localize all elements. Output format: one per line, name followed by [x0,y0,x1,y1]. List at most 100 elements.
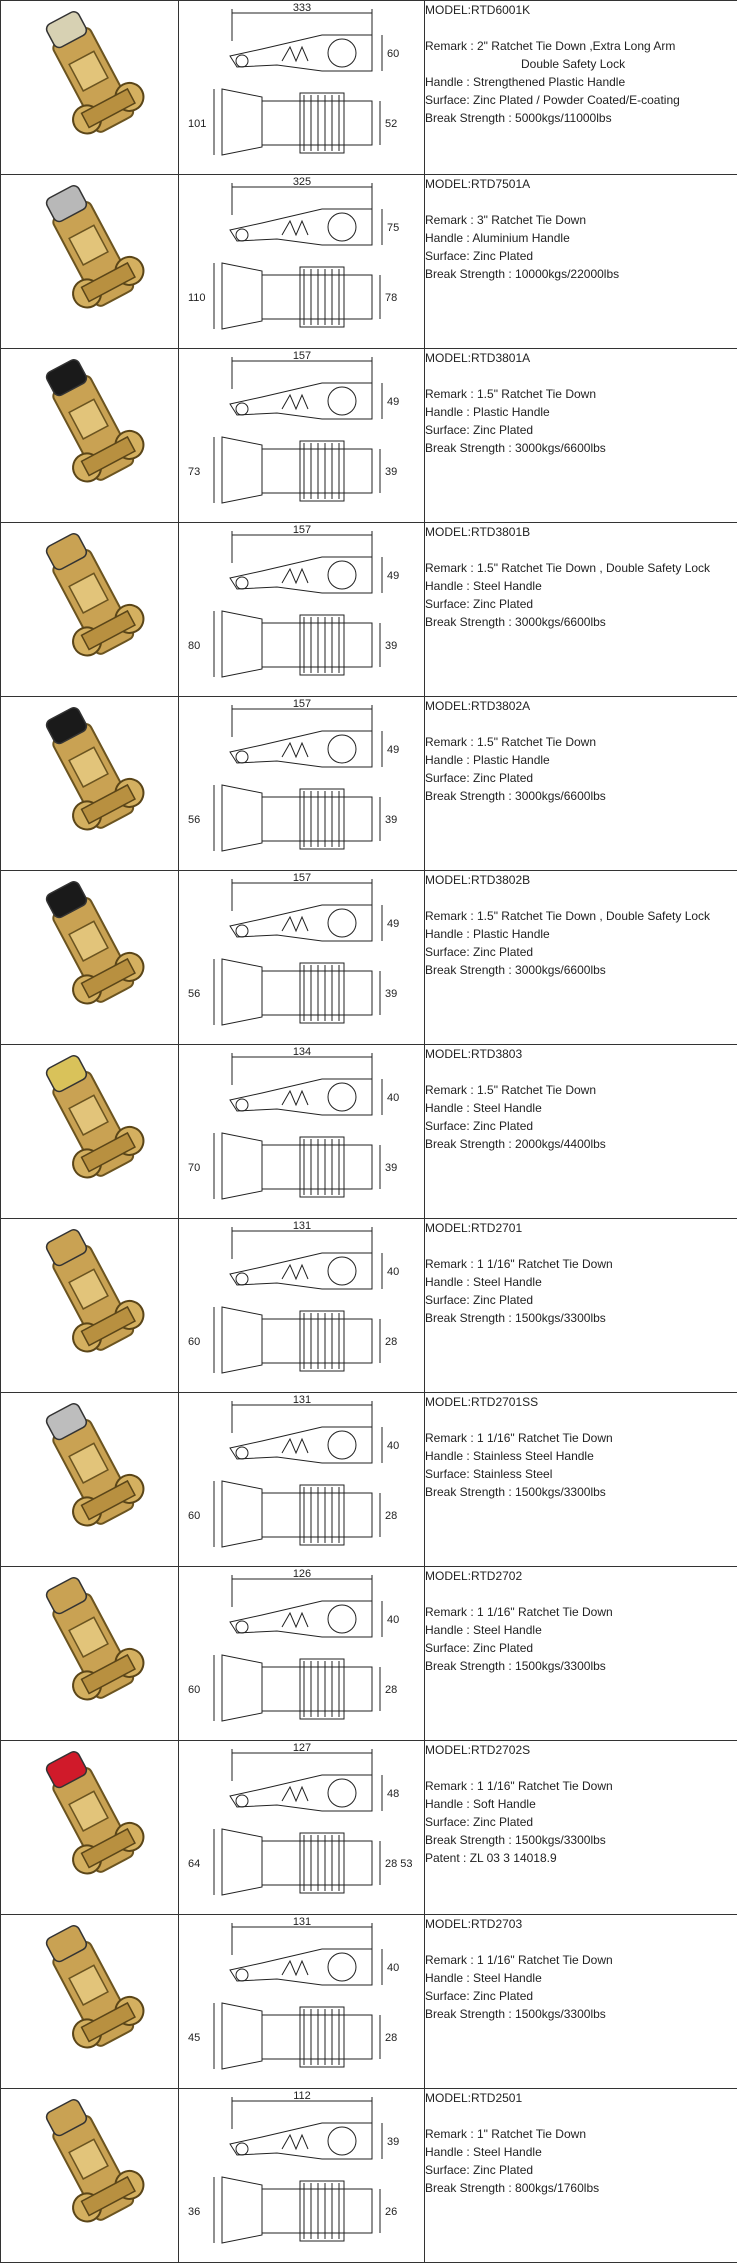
spec-line: Remark : 3" Ratchet Tie Down [425,213,587,227]
top-view-body [261,2188,372,2234]
width-left-label: 110 [188,292,206,304]
spindle [80,435,136,477]
length-label: 134 [292,1046,310,1058]
side-spring [281,741,308,759]
spindle [80,609,136,651]
width-left-label: 60 [188,1684,200,1696]
product-photo-cell [0,1740,179,1915]
height-label: 40 [387,1092,399,1104]
top-view-hook-end [221,784,262,852]
side-profile [228,556,372,594]
width-right-label: 78 [385,292,397,304]
spec-line: Remark : 1 1/16" Ratchet Tie Down [425,1605,613,1619]
spec-line: Handle : Stainless Steel Handle [425,1449,594,1463]
height-label: 40 [387,1266,399,1278]
product-photo-cell [0,1044,179,1219]
center-plate [67,1094,109,1136]
height-label: 39 [387,2136,399,2148]
side-pivot [235,924,248,938]
side-gear [327,38,356,68]
side-profile [228,1600,372,1638]
handle-grip [45,533,87,571]
center-plate [67,224,109,266]
spec-line: Handle : Plastic Handle [425,405,550,419]
top-view-spindle [299,788,344,850]
spec-line: Surface: Zinc Plated [425,945,534,959]
spec-line: Handle : Plastic Handle [425,753,550,767]
height-label: 49 [387,570,399,582]
ratchet-photo [45,1751,144,1875]
model-number: MODEL:RTD3802B [425,873,531,887]
height-label: 40 [387,1440,399,1452]
ratchet-photo [45,707,144,831]
length-label: 333 [292,2,310,14]
top-view-body [261,1666,372,1712]
spec-line: Surface: Stainless Steel [425,1467,553,1481]
side-spring [281,1611,308,1629]
product-photo-cell [0,348,179,523]
handle-grip [45,1403,87,1441]
handle-grip [45,1577,87,1615]
side-profile [228,904,372,942]
height-label: 48 [387,1788,399,1800]
spec-line: Surface: Zinc Plated [425,1119,534,1133]
handle-grip [45,707,87,745]
spindle [80,783,136,825]
model-number: MODEL:RTD3801B [425,525,531,539]
ratchet-photo [45,185,144,309]
side-profile [228,208,372,246]
spindle [80,261,136,303]
width-right-label: 26 [385,2206,397,2218]
top-view-hook-end [221,88,262,156]
spec-line: Surface: Zinc Plated [425,1641,534,1655]
spec-line: Handle : Steel Handle [425,579,542,593]
spec-line: Handle : Aluminium Handle [425,231,570,245]
top-view-body [261,1144,372,1190]
spec-line: Remark : 1" Ratchet Tie Down [425,2127,587,2141]
side-pivot [235,228,248,242]
ratchet-photo [45,1577,144,1701]
width-left-label: 60 [188,1510,200,1522]
ratchet-photo [45,1229,144,1353]
side-pivot [235,2142,248,2156]
center-plate [67,1268,109,1310]
side-gear [327,1082,356,1112]
spec-line: Handle : Steel Handle [425,2145,542,2159]
width-left-label: 73 [188,466,200,478]
spec-line: Handle : Steel Handle [425,1275,542,1289]
side-gear [327,908,356,938]
height-label: 49 [387,744,399,756]
top-view-spindle [299,1484,344,1546]
top-view-hook-end [221,1132,262,1200]
side-gear [327,1256,356,1286]
spindle [80,1131,136,1173]
ratchet-photo [45,359,144,483]
center-plate [67,1442,109,1484]
model-number: MODEL:RTD7501A [425,177,531,191]
top-view-spindle [299,1832,344,1894]
model-number: MODEL:RTD2501 [425,2091,523,2105]
top-view-spindle [299,1658,344,1720]
side-gear [327,386,356,416]
width-right-label: 39 [385,640,397,652]
length-label: 126 [292,1568,310,1580]
